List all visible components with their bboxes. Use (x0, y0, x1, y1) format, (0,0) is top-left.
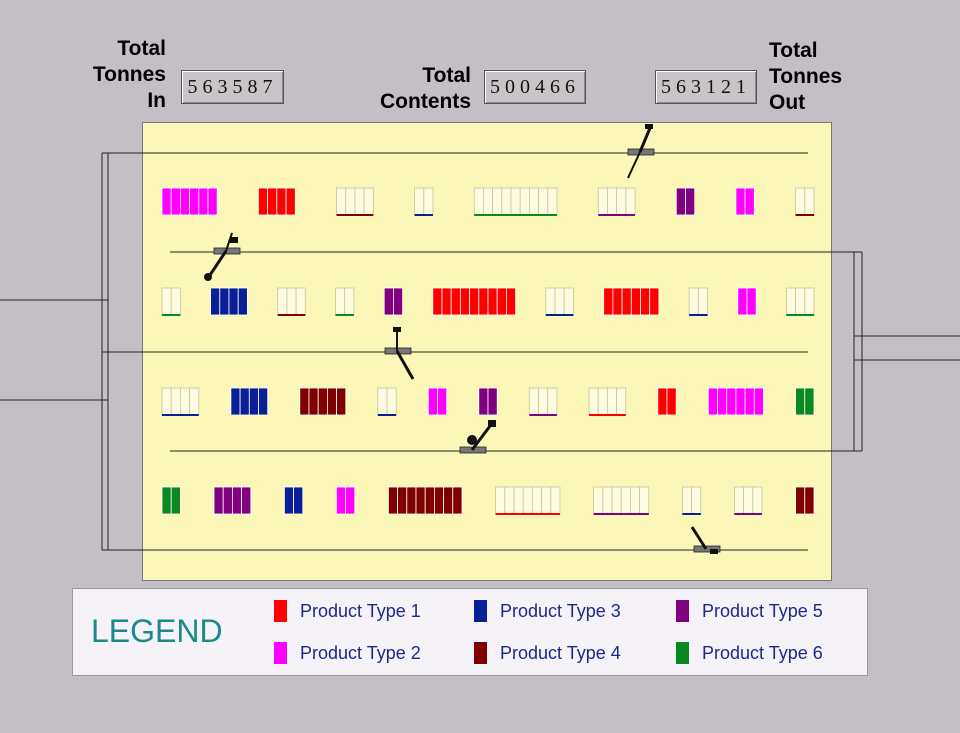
total-tonnes-out-value: 563121 (661, 76, 751, 98)
legend-swatch (676, 600, 689, 622)
label-line: Tonnes (769, 65, 843, 88)
legend-swatch (676, 642, 689, 664)
total-tonnes-out-counter: 563121 (655, 70, 757, 104)
stockyard-area (142, 122, 832, 581)
label-line: Total (117, 37, 166, 60)
legend-label: Product Type 5 (702, 601, 823, 621)
legend-label: Product Type 3 (500, 601, 621, 621)
label-line: Total (422, 64, 471, 87)
label-line: Total (769, 39, 818, 62)
legend-swatch (474, 600, 487, 622)
label-line: Contents (380, 90, 471, 113)
label-line: Out (769, 91, 806, 114)
total-tonnes-out-label: Total Tonnes Out (769, 38, 869, 116)
legend-label: Product Type 1 (300, 601, 421, 621)
total-tonnes-in-label: Total Tonnes In (84, 36, 166, 114)
label-line: In (147, 89, 166, 112)
legend-swatch (274, 642, 287, 664)
total-contents-value: 500466 (490, 76, 580, 98)
legend-label: Product Type 2 (300, 643, 421, 663)
total-contents-counter: 500466 (484, 70, 586, 104)
total-tonnes-in-value: 563587 (187, 76, 278, 98)
legend-title: LEGEND (91, 613, 223, 649)
legend-swatch (274, 600, 287, 622)
total-tonnes-in-counter: 563587 (181, 70, 284, 104)
legend-label: Product Type 6 (702, 643, 823, 663)
total-contents-label: Total Contents (368, 63, 471, 115)
legend-panel: LEGEND Product Type 1 Product Type 2 Pro… (72, 588, 868, 676)
legend-label: Product Type 4 (500, 643, 621, 663)
legend-swatch (474, 642, 487, 664)
label-line: Tonnes (92, 63, 166, 86)
